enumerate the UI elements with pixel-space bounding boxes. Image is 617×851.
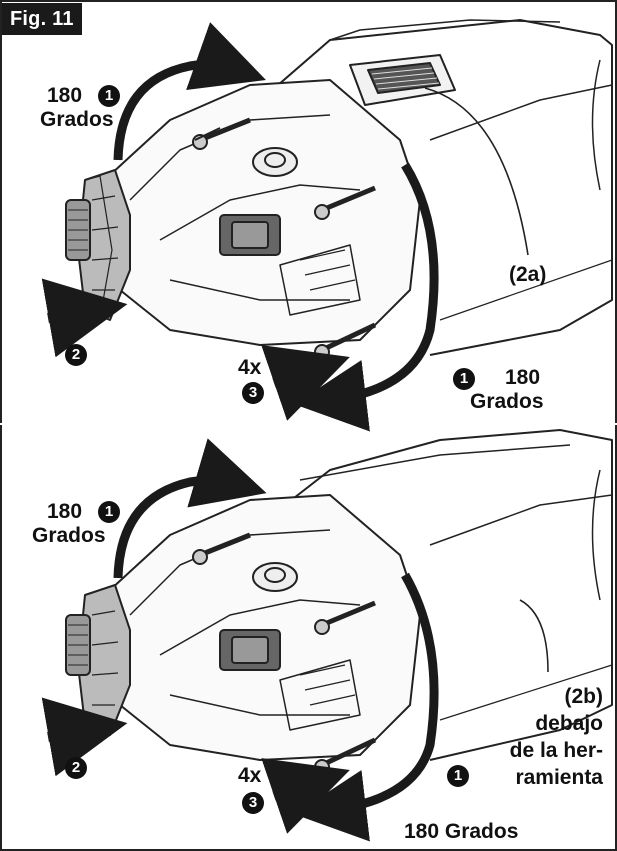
bottom-callout-line-2: debajo bbox=[535, 712, 603, 735]
figure-label: Fig. 11 bbox=[2, 3, 82, 35]
rotate-arrow-top-left bbox=[113, 22, 266, 161]
bottom-rotate-label-1-unit: Grados bbox=[32, 524, 106, 547]
top-rotate-label-1-unit: Grados bbox=[40, 108, 114, 131]
top-callout-2a: (2a) bbox=[509, 263, 547, 286]
bottom-callout-line-3: de la her- bbox=[509, 739, 603, 762]
bottom-callout-line-4: ramienta bbox=[515, 766, 603, 789]
top-rotate-label-1-value: 180 bbox=[47, 84, 83, 107]
callout-leader-2b bbox=[519, 599, 549, 673]
rotate-arrow-bottom-right bbox=[294, 572, 439, 842]
top-step-2-badge: 2 bbox=[65, 344, 87, 366]
rotate-arrow-bottom-left bbox=[113, 438, 267, 579]
bottom-tool-illustration bbox=[65, 429, 613, 775]
bottom-count-label: 4x bbox=[238, 764, 262, 787]
top-count-label: 4x bbox=[238, 356, 262, 379]
top-tool-illustration bbox=[65, 19, 613, 360]
push-arrow-top-bottom bbox=[261, 345, 350, 421]
top-step-1a-badge: 1 bbox=[98, 85, 120, 107]
bottom-rotate-label-1-value: 180 bbox=[47, 500, 83, 523]
rotate-arrow-top-right bbox=[294, 162, 439, 432]
top-rotate-label-2-value: 180 bbox=[505, 366, 541, 389]
top-step-1b-badge: 1 bbox=[453, 368, 475, 390]
top-step-3-badge: 3 bbox=[242, 382, 264, 404]
top-arrows bbox=[41, 22, 439, 432]
push-arrow-bottom-left bbox=[41, 697, 128, 777]
bottom-step-2-badge: 2 bbox=[65, 757, 87, 779]
bottom-rotate-label-2: 180 Grados bbox=[404, 820, 519, 843]
push-arrow-top-left bbox=[41, 278, 128, 358]
bottom-callout-2b: (2b) bbox=[564, 685, 604, 708]
bottom-step-1a-badge: 1 bbox=[98, 501, 120, 523]
bottom-step-3-badge: 3 bbox=[242, 792, 264, 814]
push-arrow-bottom-bottom bbox=[261, 758, 350, 834]
bottom-step-1b-badge: 1 bbox=[447, 765, 469, 787]
top-rotate-label-2-unit: Grados bbox=[470, 390, 544, 413]
bottom-arrows bbox=[41, 438, 439, 842]
callout-leader-2a bbox=[424, 87, 529, 256]
